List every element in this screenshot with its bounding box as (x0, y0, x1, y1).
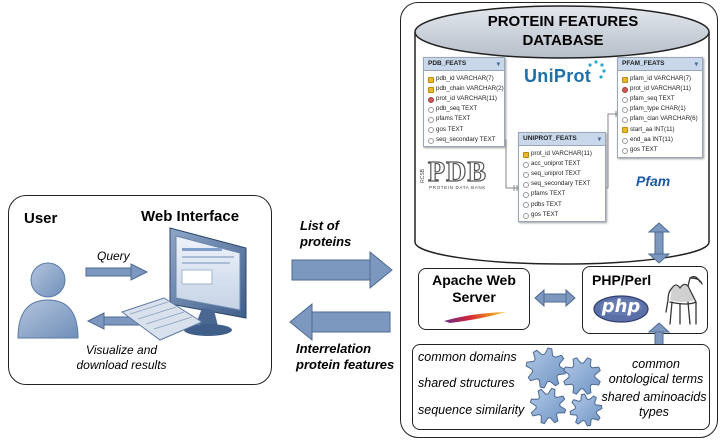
pdb-side-text: RCSB (420, 169, 426, 183)
interrelation-arrow-icon (289, 302, 391, 342)
apache-label: Apache Web Server (432, 272, 516, 305)
table-field: prot_id VARCHAR(11) (618, 83, 702, 93)
table-fields: pfam_id VARCHAR(7)prot_id VARCHAR(11)pfa… (618, 71, 702, 157)
php-logo-text: php (601, 296, 641, 317)
chevron-down-icon: ▾ (694, 61, 698, 68)
query-label: Query (97, 249, 130, 263)
table-field: gos TEXT (618, 144, 702, 154)
uniprot-feats-table: UNIPROT_FEATS ▾ prot_id VARCHAR(11)acc_un… (518, 132, 606, 223)
table-field: gos TEXT (424, 124, 504, 134)
feature-shared-aminoacid-types: shared aminoacids types (601, 390, 707, 419)
uniprot-logo-text: UniProt (524, 66, 592, 86)
table-field: pfam_id VARCHAR(7) (618, 73, 702, 83)
pfam-feats-table: PFAM_FEATS ▾ pfam_id VARCHAR(7)prot_id VA… (617, 57, 703, 158)
table-field: pfam_type CHAR(1) (618, 104, 702, 114)
perl-camel-icon (665, 276, 703, 325)
table-field: pfams TEXT (424, 114, 504, 124)
table-field: pfam_seq TEXT (618, 93, 702, 104)
apache-php-arrow-icon (534, 289, 576, 307)
table-field: pdb_chain VARCHAR(2) (424, 83, 504, 93)
table-fields: pdb_id VARCHAR(7)pdb_chain VARCHAR(2)pro… (424, 71, 504, 146)
table-title: PDB_FEATS (428, 60, 467, 67)
web-interface-label: Web Interface (141, 208, 240, 225)
chevron-down-icon: ▾ (597, 136, 601, 143)
gear-icon (563, 357, 601, 395)
table-field: pfams TEXT (519, 189, 605, 199)
gear-icon (569, 393, 603, 427)
feature-shared-structures: shared structures (418, 376, 515, 390)
visualize-label: Visualize and download results (76, 343, 167, 372)
pdb-feats-table: PDB_FEATS ▾ pdb_id VARCHAR(7)pdb_chain VA… (423, 57, 505, 148)
results-arrow-icon (86, 312, 150, 330)
php-perl-label: PHP/Perl (592, 272, 652, 288)
table-field: pdbs TEXT (519, 199, 605, 209)
uniprot-dots-icon (588, 60, 606, 79)
table-field: seq_uniprot TEXT (519, 168, 605, 179)
pfam-logo: Pfam (636, 173, 671, 189)
table-field: prot_id VARCHAR(11) (519, 148, 605, 158)
pdb-sub-text: PROTEIN DATA BANK (429, 185, 486, 190)
table-field: pfam_clan VARCHAR(6) (618, 114, 702, 124)
feature-common-ontological-terms: common ontological terms (608, 357, 704, 386)
gears-icon (525, 347, 603, 427)
table-field: acc_uniprot TEXT (519, 158, 605, 168)
table-field: seq_secondary TEXT (424, 134, 504, 144)
php-logo-icon (593, 295, 649, 323)
table-field: pdb_id VARCHAR(7) (424, 73, 504, 83)
gear-icon (529, 387, 567, 425)
table-field: prot_id VARCHAR(11) (424, 93, 504, 104)
table-field: start_aa INT(11) (618, 124, 702, 134)
list-of-proteins-arrow-icon (291, 250, 393, 290)
table-field: end_aa INT(11) (618, 134, 702, 144)
table-field: pdb_seq TEXT (424, 104, 504, 114)
chevron-down-icon: ▾ (496, 61, 500, 68)
table-field: seq_secondary TEXT (519, 179, 605, 189)
list-of-proteins-label: List of proteins (300, 218, 352, 249)
apache-server-box (418, 268, 530, 330)
db-php-arrow-icon (648, 222, 670, 264)
query-arrow-icon (85, 263, 149, 281)
uniprot-logo: UniProt (524, 66, 591, 87)
feature-sequence-similarity: sequence similarity (418, 403, 525, 417)
table-title: PFAM_FEATS (622, 60, 665, 67)
pdb-logo: RCSB PDB PROTEIN DATA BANK (420, 156, 512, 191)
table-title: UNIPROT_FEATS (523, 135, 577, 142)
user-icon (17, 262, 79, 339)
table-field: gos TEXT (519, 209, 605, 219)
computer-icon (120, 227, 247, 341)
interrelation-label: Interrelation protein features (296, 341, 395, 372)
database-title: PROTEIN FEATURES DATABASE (487, 13, 639, 49)
apache-feather-icon (444, 312, 506, 323)
pdb-logo-text: PDB (427, 156, 487, 188)
feature-common-domains: common domains (418, 350, 517, 364)
user-label: User (24, 210, 58, 227)
gear-icon (525, 347, 567, 389)
